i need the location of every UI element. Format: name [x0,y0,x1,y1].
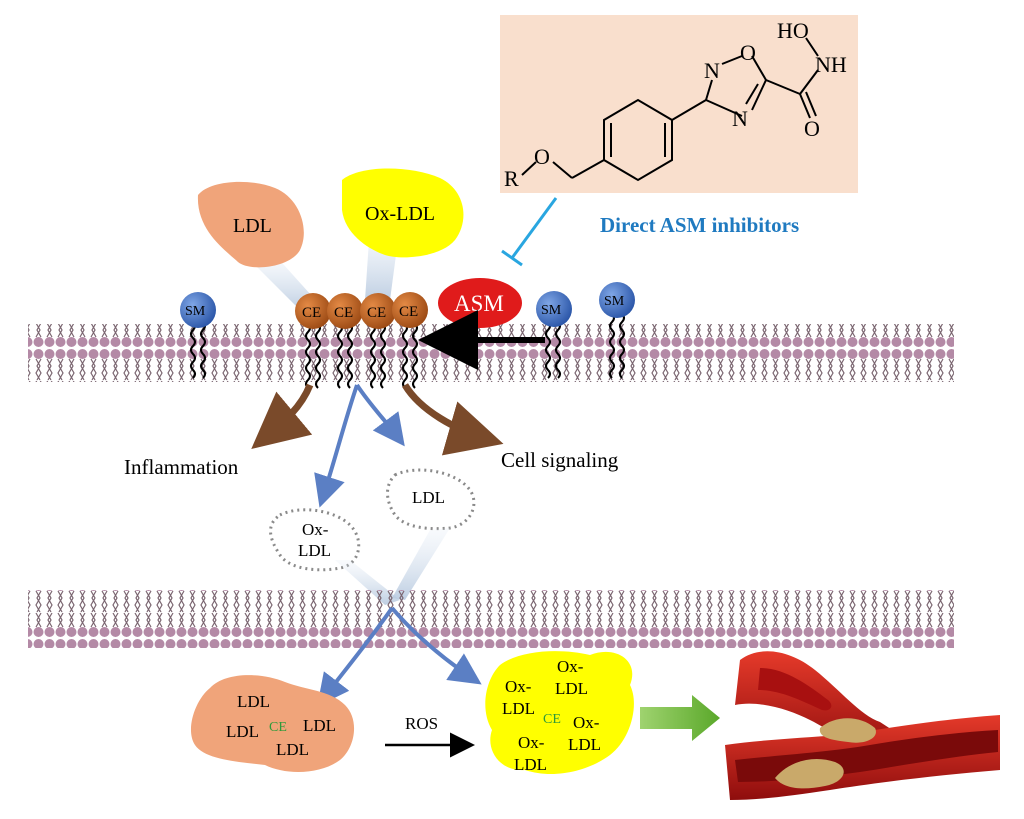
ox-aggregate-2-l1: Ox- [557,657,584,676]
atom-ho: HO [777,18,809,43]
artery-plaque-main [775,758,844,789]
blue-arrow-to-ox-ldl [314,384,359,508]
ox-aggregate-3-l2: LDL [514,755,547,774]
atom-o-carbonyl: O [804,116,820,141]
ldl-aggregate-a: LDL [237,692,270,711]
ce-molecule-4: CE [392,292,428,389]
sm-label-left: SM [185,304,206,319]
ce-molecule-2: CE [327,293,363,389]
ldl-aggregate-b: LDL [226,722,259,741]
ox-aggregate-3-l1: Ox- [518,733,545,752]
blue-arrow-to-ldl-aggregate [317,606,394,707]
dotted-ox-ldl-line2: LDL [298,541,331,560]
blue-arrow-to-ox-aggregate [390,606,482,685]
ox-aggregate-ce: CE [543,712,561,727]
atom-r: R [504,166,519,191]
artery-illustration [725,651,1000,800]
ox-aggregate-1-l2: LDL [502,699,535,718]
asm-label: ASM [454,291,504,316]
ox-ldl-particle-top-label: Ox-LDL [365,203,435,225]
atom-o-ring: O [740,40,756,65]
dotted-ox-ldl-particle [269,508,361,572]
inhibitor-structure: HO NH O N N O O R [500,15,858,193]
atom-n-left: N [704,58,720,83]
sm-label-mid: SM [541,303,562,318]
ox-aggregate-1-l1: Ox- [505,677,532,696]
atom-o-ether: O [534,144,550,169]
ros-label: ROS [405,714,438,733]
cell-signaling-label: Cell signaling [501,448,619,472]
dotted-ox-ldl-line1: Ox- [302,520,329,539]
sm-molecule-mid: SM [536,291,572,379]
ldl-beam [245,255,320,310]
ce-label-3: CE [367,305,386,321]
artery-inner-branch [758,668,832,711]
ox-aggregate-2-l2: LDL [555,679,588,698]
lower-membrane [28,590,954,648]
sm-molecule-left: SM [180,292,216,379]
inhibitor-box-background [500,15,858,193]
ox-aggregate-4-l2: LDL [568,735,601,754]
atom-n-right: N [732,106,748,131]
ldl-aggregate-ce: CE [269,720,287,735]
inflammation-arrow [251,383,314,449]
sm-molecule-right: SM [599,282,635,379]
blue-arrow-to-ldl [355,383,405,447]
ldl-aggregate-d: LDL [276,740,309,759]
ldl-particle-top [197,181,304,268]
inhibition-line [501,197,558,267]
ce-molecule-3: CE [360,293,396,389]
ox-ldl-particle-top [342,168,464,258]
ce-molecule-1: CE [295,293,331,389]
upper-membrane [28,324,954,382]
ce-label-1: CE [302,305,321,321]
cell-signaling-arrow [401,383,504,456]
atom-nh: NH [815,52,847,77]
progression-arrow [640,695,720,741]
ldl-particle-top-label: LDL [233,215,272,237]
ldl-aggregate [190,675,355,772]
sm-label-right: SM [604,294,625,309]
dotted-ldl-label: LDL [412,488,445,507]
inflammation-label: Inflammation [124,455,239,479]
inhibitor-label: Direct ASM inhibitors [600,213,799,237]
molecule-bonds [521,37,819,182]
ce-label-4: CE [399,304,418,320]
dotted-ldl-particle [386,468,476,531]
ox-aggregate-4-l1: Ox- [573,713,600,732]
ldl-aggregate-c: LDL [303,716,336,735]
ce-cluster: CE CE CE CE [295,292,428,389]
ce-label-2: CE [334,305,353,321]
ox-ldl-aggregate [485,651,634,775]
artery-plaque-branch [819,718,876,743]
converging-beam-right [392,528,450,600]
